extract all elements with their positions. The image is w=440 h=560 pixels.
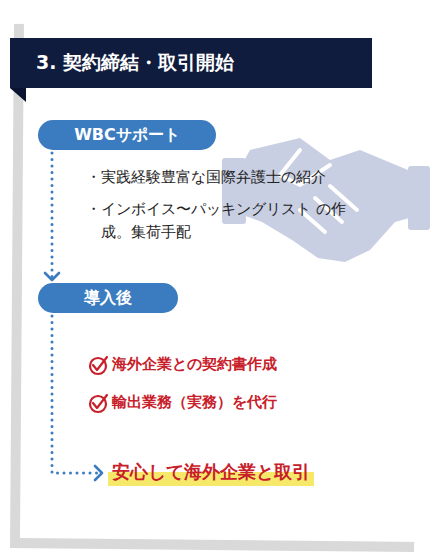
check-text: 海外企業との契約書作成 [112, 355, 277, 374]
node-text: 導入後 [84, 288, 132, 309]
dotted-line [52, 316, 102, 473]
dotted-line [51, 153, 54, 280]
header-band: 3. 契約締結・取引開始 [10, 38, 372, 88]
node-text: WBCサポート [74, 125, 180, 146]
node-text: 3. 契約締結・取引開始 [36, 50, 234, 76]
header-fold [10, 88, 26, 102]
check-icon [90, 395, 107, 412]
dotted-connector [52, 316, 102, 480]
arrowhead [45, 273, 59, 280]
bullet-text: ・インボイス〜パッキングリスト の作成。集荷手配 [86, 198, 351, 245]
check-text: 輸出業務（実務）を代行 [112, 393, 277, 412]
bullet-text: ・実践経験豊富な国際弁護士の紹介 [86, 166, 401, 189]
result-highlight: 安心して海外企業と取引 [108, 460, 314, 486]
step-pill: WBCサポート [38, 120, 216, 150]
arrowhead [95, 466, 102, 480]
card [20, 12, 430, 542]
node-text: 安心して海外企業と取引 [112, 461, 310, 482]
handshake-fingers [280, 150, 357, 232]
step-pill: 導入後 [38, 283, 178, 313]
dotted-connector [45, 153, 59, 280]
check-icon [90, 357, 107, 374]
